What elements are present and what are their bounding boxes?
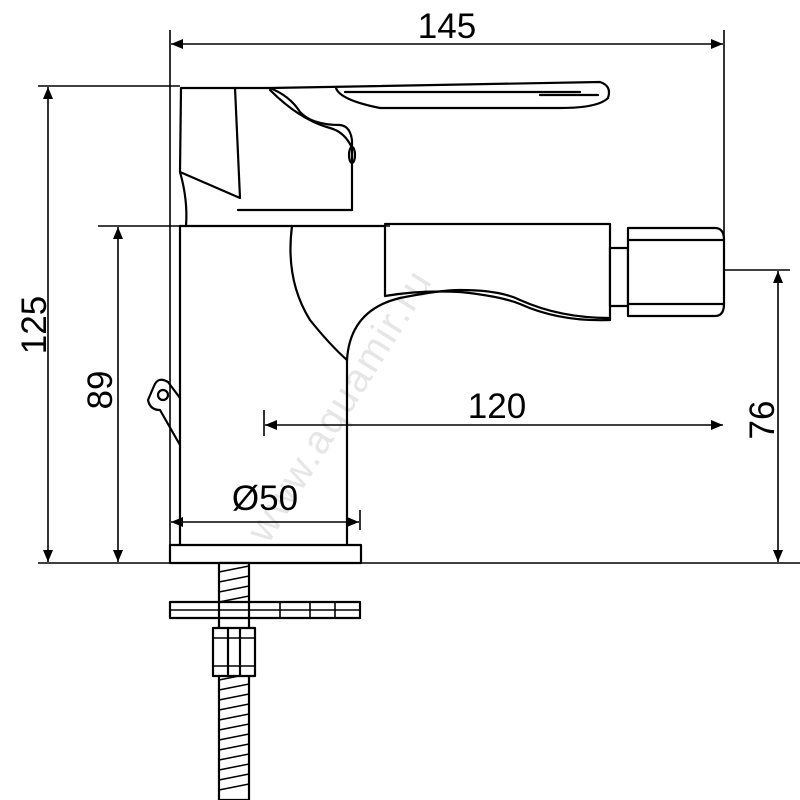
- label-overall-height: 125: [15, 296, 54, 354]
- label-overall-width: 145: [418, 7, 476, 46]
- mounting-washer: [168, 600, 362, 620]
- drain-knob: [146, 378, 182, 447]
- label-spout-height: 89: [81, 371, 120, 410]
- spout-nozzle: [608, 226, 726, 318]
- label-spout-reach: 120: [468, 387, 526, 426]
- lever-handle: [178, 80, 611, 228]
- label-base-diameter: Ø50: [232, 479, 298, 518]
- mounting-stud: [217, 561, 251, 800]
- mounting-nut: [211, 626, 257, 678]
- label-side-height: 76: [743, 401, 782, 440]
